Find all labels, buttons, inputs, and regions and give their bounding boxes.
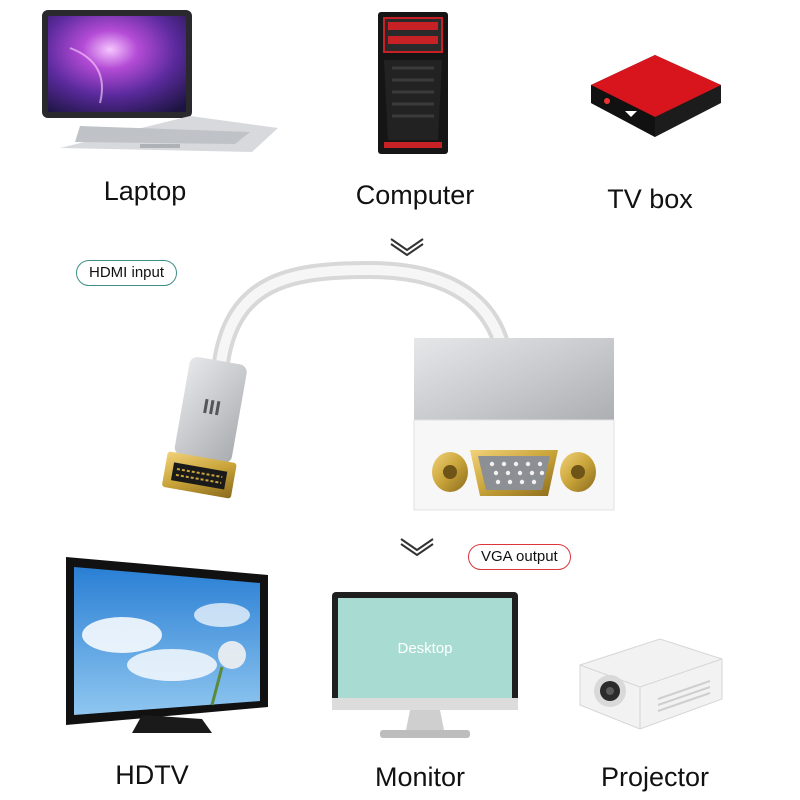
display-label-monitor: Monitor <box>374 762 466 792</box>
vga-output-badge: VGA output <box>468 544 571 570</box>
tv-box-image <box>585 45 725 145</box>
source-label-tv-box: TV box <box>607 184 693 214</box>
source-label-computer: Computer <box>355 180 475 210</box>
monitor-screen-text: Desktop <box>397 640 453 657</box>
projector-image <box>570 625 730 735</box>
computer-tower-image <box>368 8 458 158</box>
laptop-image <box>40 8 280 158</box>
chevron-down-icon <box>388 236 426 256</box>
display-label-projector: Projector <box>600 762 710 792</box>
hdmi-to-vga-adapter-image <box>140 260 620 530</box>
display-label-hdtv: HDTV <box>115 760 189 790</box>
source-label-laptop: Laptop <box>103 176 187 206</box>
chevron-down-icon <box>398 536 436 556</box>
monitor-image <box>330 590 520 745</box>
hdmi-input-badge: HDMI input <box>76 260 178 286</box>
hdtv-image <box>62 555 272 740</box>
